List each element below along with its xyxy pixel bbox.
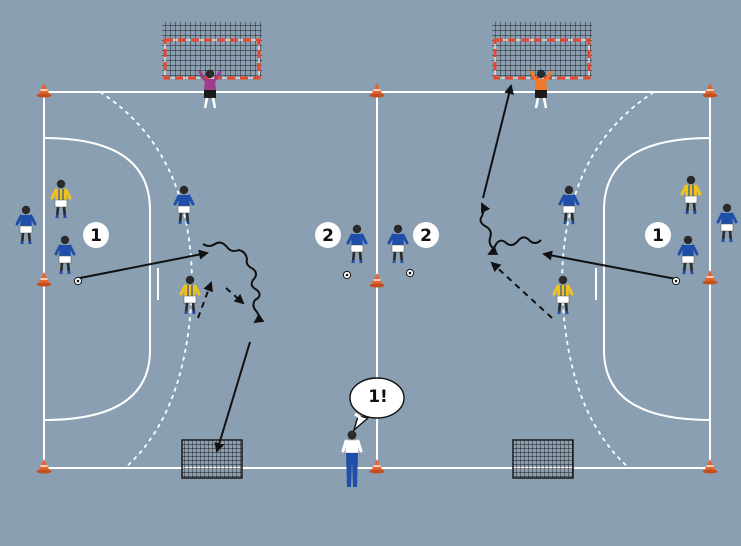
mini-goal-icon — [182, 440, 242, 478]
group-number-center-right: 2 — [420, 226, 432, 246]
group-number-left: 1 — [90, 226, 102, 246]
coach-callout-text: 1! — [368, 387, 388, 407]
group-number-right: 1 — [652, 226, 664, 246]
group-number-center-left: 2 — [322, 226, 334, 246]
mini-goal-icon — [513, 440, 573, 478]
